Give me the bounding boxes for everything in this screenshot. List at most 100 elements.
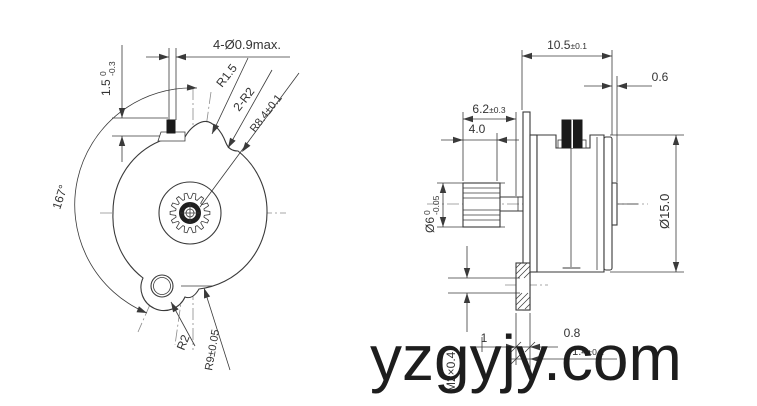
arrowhead (212, 123, 220, 134)
dim-pin-circle: 4-Ø0.9max. (146, 37, 290, 120)
dim-overall-length: 10.5±0.1 (521, 38, 613, 135)
side-view-drawing: 10.5±0.1 0.6 6.2±0.3 (422, 38, 684, 392)
hatch-lines (515, 262, 531, 310)
shaft-hub (179, 202, 201, 224)
can-outline (536, 134, 605, 273)
terminal-pin-icon (561, 119, 572, 149)
watermark-text: yzgyjy.com (370, 322, 682, 394)
terminal-bracket (157, 131, 186, 142)
angle-arc (74, 87, 198, 314)
gear-dia-label: Ø6 0 -0.05 (422, 195, 441, 233)
arrowhead (463, 268, 471, 278)
slash-tick (510, 341, 522, 353)
arrowhead (176, 53, 186, 61)
svg-text:Ø6: Ø6 (423, 217, 437, 233)
arrowhead (171, 302, 179, 313)
leader-r8.4 (199, 72, 300, 208)
radius-bump-label: R1.5 (213, 61, 240, 90)
radius-body-label: R8.4±0.1 (248, 92, 285, 135)
end-boss-label: 0.6 (652, 70, 669, 84)
svg-text:Ø15.0: Ø15.0 (657, 194, 672, 229)
terminal-pin-icon (166, 119, 176, 134)
svg-text:M2×0.4: M2×0.4 (444, 351, 458, 392)
dim-thread: M2×0.4 (444, 246, 520, 392)
arrowhead (602, 82, 612, 90)
arrowhead (463, 115, 473, 123)
arrowhead (617, 82, 627, 90)
dim-shaft-length: 6.2±0.3 (462, 102, 517, 196)
arrowhead (672, 262, 680, 272)
svg-text:0: 0 (98, 71, 108, 76)
arrowhead (463, 293, 471, 303)
side-terminals (557, 119, 587, 149)
svg-text:167°: 167° (50, 183, 71, 211)
dim-gear-width: 4.0 (441, 122, 519, 181)
plate-label: 0.8 (564, 326, 581, 340)
svg-text:R2: R2 (174, 332, 193, 352)
svg-text:0: 0 (422, 210, 432, 215)
arrowhead (522, 52, 532, 60)
arrowhead (228, 137, 236, 148)
arrowhead (204, 288, 211, 299)
radius-lug-label: R2 (174, 332, 193, 352)
overall-length-label: 10.5±0.1 (547, 38, 587, 52)
motor-can (529, 134, 638, 273)
svg-text:R8.4±0.1: R8.4±0.1 (248, 92, 285, 135)
dim-gear-dia: Ø6 0 -0.05 (422, 182, 505, 233)
arrowhead (136, 306, 147, 313)
arrowhead (118, 136, 126, 146)
leader-r1.5 (211, 57, 249, 135)
arrowhead (242, 142, 251, 152)
body-dia-label: Ø15.0 (657, 194, 672, 229)
arrowhead (453, 136, 463, 144)
radius-fillets-label: 2-R2 (230, 84, 257, 113)
svg-text:R1.5: R1.5 (213, 61, 240, 90)
pin-height-label: 1.5 0 -0.3 (98, 61, 117, 96)
arrowhead (186, 84, 197, 91)
mounting-hole-inner (153, 277, 171, 295)
flange-lug (515, 262, 531, 311)
arrowhead (506, 115, 516, 123)
arrowhead (439, 217, 447, 227)
slash-tick (510, 353, 522, 365)
arrowhead (497, 136, 507, 144)
dim-end-boss: 0.6 (584, 70, 669, 182)
thread-label: M2×0.4 (444, 351, 458, 392)
mounting-hole (150, 274, 213, 298)
arrowhead (672, 135, 680, 145)
end-cap (603, 136, 613, 271)
dim-body-dia: Ø15.0 (610, 134, 684, 273)
gear-width-label: 4.0 (469, 122, 486, 136)
arrowhead (602, 52, 612, 60)
arrowhead (506, 343, 516, 351)
pilot-label: 1 (481, 331, 488, 345)
svg-text:1.5: 1.5 (99, 79, 113, 96)
front-plate (529, 134, 538, 273)
shaft-length-label: 6.2±0.3 (472, 102, 505, 116)
svg-text:2-R2: 2-R2 (230, 84, 257, 113)
arrowhead (530, 355, 540, 363)
dim-pin-height: 1.5 0 -0.3 (98, 45, 168, 162)
svg-text:R9±0.05: R9±0.05 (203, 329, 222, 372)
gear-teeth-lines (463, 187, 500, 221)
end-boss (611, 182, 618, 226)
angle-label: 167° (50, 183, 71, 211)
arrowhead (118, 108, 126, 118)
leader-r9 (203, 287, 231, 371)
radius-hole-pitch-label: R9±0.05 (203, 329, 222, 372)
dim-bottom-details: 1 0.8 1.4±0.1 (474, 313, 617, 370)
mounting-hole-outer (150, 274, 174, 298)
svg-text:-0.05: -0.05 (431, 195, 441, 215)
slash-tick (524, 341, 536, 353)
leader-2-r2 (227, 69, 273, 149)
front-view-drawing: 4-Ø0.9max. 1.5 0 -0.3 167° (50, 37, 300, 372)
front-terminal (157, 119, 186, 142)
arrowhead (439, 183, 447, 193)
boss-len-label: 1.4±0.1 (572, 346, 604, 358)
pin-circle-label: 4-Ø0.9max. (213, 37, 281, 52)
boss-circle (158, 181, 222, 245)
svg-text:-0.3: -0.3 (107, 61, 117, 76)
terminal-pin-icon (572, 119, 583, 149)
